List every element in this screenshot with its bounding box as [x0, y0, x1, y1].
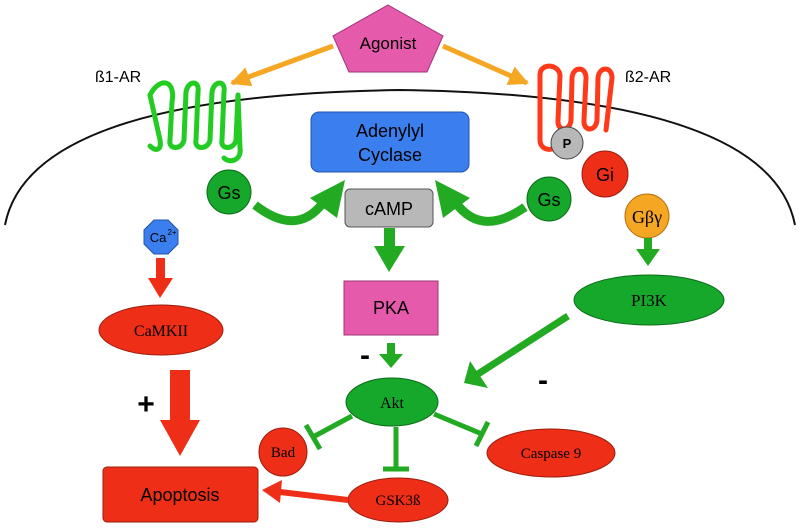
agonist-to-b2-arrow — [441, 43, 529, 86]
caspase9-label: Caspase 9 — [521, 446, 581, 462]
cell-membrane — [4, 88, 796, 226]
pka-to-akt-arrow — [379, 343, 403, 368]
agonist-label: Agonist — [360, 34, 417, 53]
gs-left-label: Gs — [217, 183, 240, 203]
gs-left-to-ac-arrow — [252, 180, 345, 226]
adenylyl-cyclase-node: Adenylyl Cyclase — [310, 111, 470, 173]
camkii-label: CaMKII — [134, 323, 188, 340]
akt-label: Akt — [380, 395, 405, 412]
b1-ar-receptor — [147, 80, 243, 164]
agonist-node: Agonist — [332, 4, 444, 73]
gs-right-to-ac-arrow — [435, 180, 528, 226]
gsk3b-to-apoptosis-arrow — [262, 480, 349, 503]
ca-label: Ca — [150, 230, 167, 245]
akt-inhibits-caspase9 — [433, 411, 491, 448]
pka-minus-sign: - — [360, 339, 370, 372]
gs-left-node: Gs — [206, 169, 252, 215]
pka-label: PKA — [373, 298, 409, 318]
gi-label: Gi — [596, 165, 614, 185]
ca-node: Ca 2+ — [143, 219, 179, 255]
akt-node: Akt — [345, 377, 439, 427]
camp-to-pka-arrow — [374, 228, 405, 272]
apoptosis-node: Apoptosis — [102, 466, 259, 523]
camkii-node: CaMKII — [98, 304, 224, 356]
pi3k-minus-sign: - — [538, 364, 548, 397]
camp-node: cAMP — [344, 188, 434, 228]
pi3k-label: PI3K — [631, 291, 668, 310]
gs-right-node: Gs — [526, 176, 572, 222]
pka-node: PKA — [343, 280, 439, 336]
ca-to-camkii-arrow — [148, 258, 173, 298]
akt-inhibits-bad — [303, 413, 354, 451]
gs-right-label: Gs — [537, 190, 560, 210]
gsk3b-label: GSK3ß — [375, 493, 420, 509]
camkii-to-apoptosis-arrow — [160, 370, 200, 456]
bad-label: Bad — [271, 445, 296, 461]
phosphate-node: P — [550, 126, 584, 160]
apoptosis-label: Apoptosis — [140, 485, 219, 505]
pi3k-node: PI3K — [573, 274, 725, 326]
ca-superscript: 2+ — [167, 228, 176, 237]
akt-inhibits-gsk3b — [383, 427, 409, 472]
agonist-to-b1-arrow — [230, 43, 334, 87]
pi3k-to-akt-arrow — [464, 313, 570, 388]
gby-node: Gβγ — [624, 193, 670, 239]
bad-node: Bad — [258, 427, 308, 477]
b1-ar-label: ß1-AR — [95, 69, 141, 86]
camp-label: cAMP — [365, 199, 413, 219]
camkii-plus-sign: + — [137, 388, 155, 421]
gi-node: Gi — [581, 150, 629, 198]
caspase9-node: Caspase 9 — [486, 428, 616, 478]
b2-ar-label: ß2-AR — [625, 69, 671, 86]
svg-text:Ca: Ca — [150, 230, 167, 245]
adenylyl-line1: Adenylyl — [356, 121, 424, 141]
gby-label: Gβγ — [632, 207, 662, 227]
gsk3b-node: GSK3ß — [347, 477, 449, 523]
adenylyl-line2: Cyclase — [358, 145, 422, 165]
gby-to-pi3k-arrow — [636, 238, 660, 266]
phosphate-label: P — [563, 136, 572, 151]
